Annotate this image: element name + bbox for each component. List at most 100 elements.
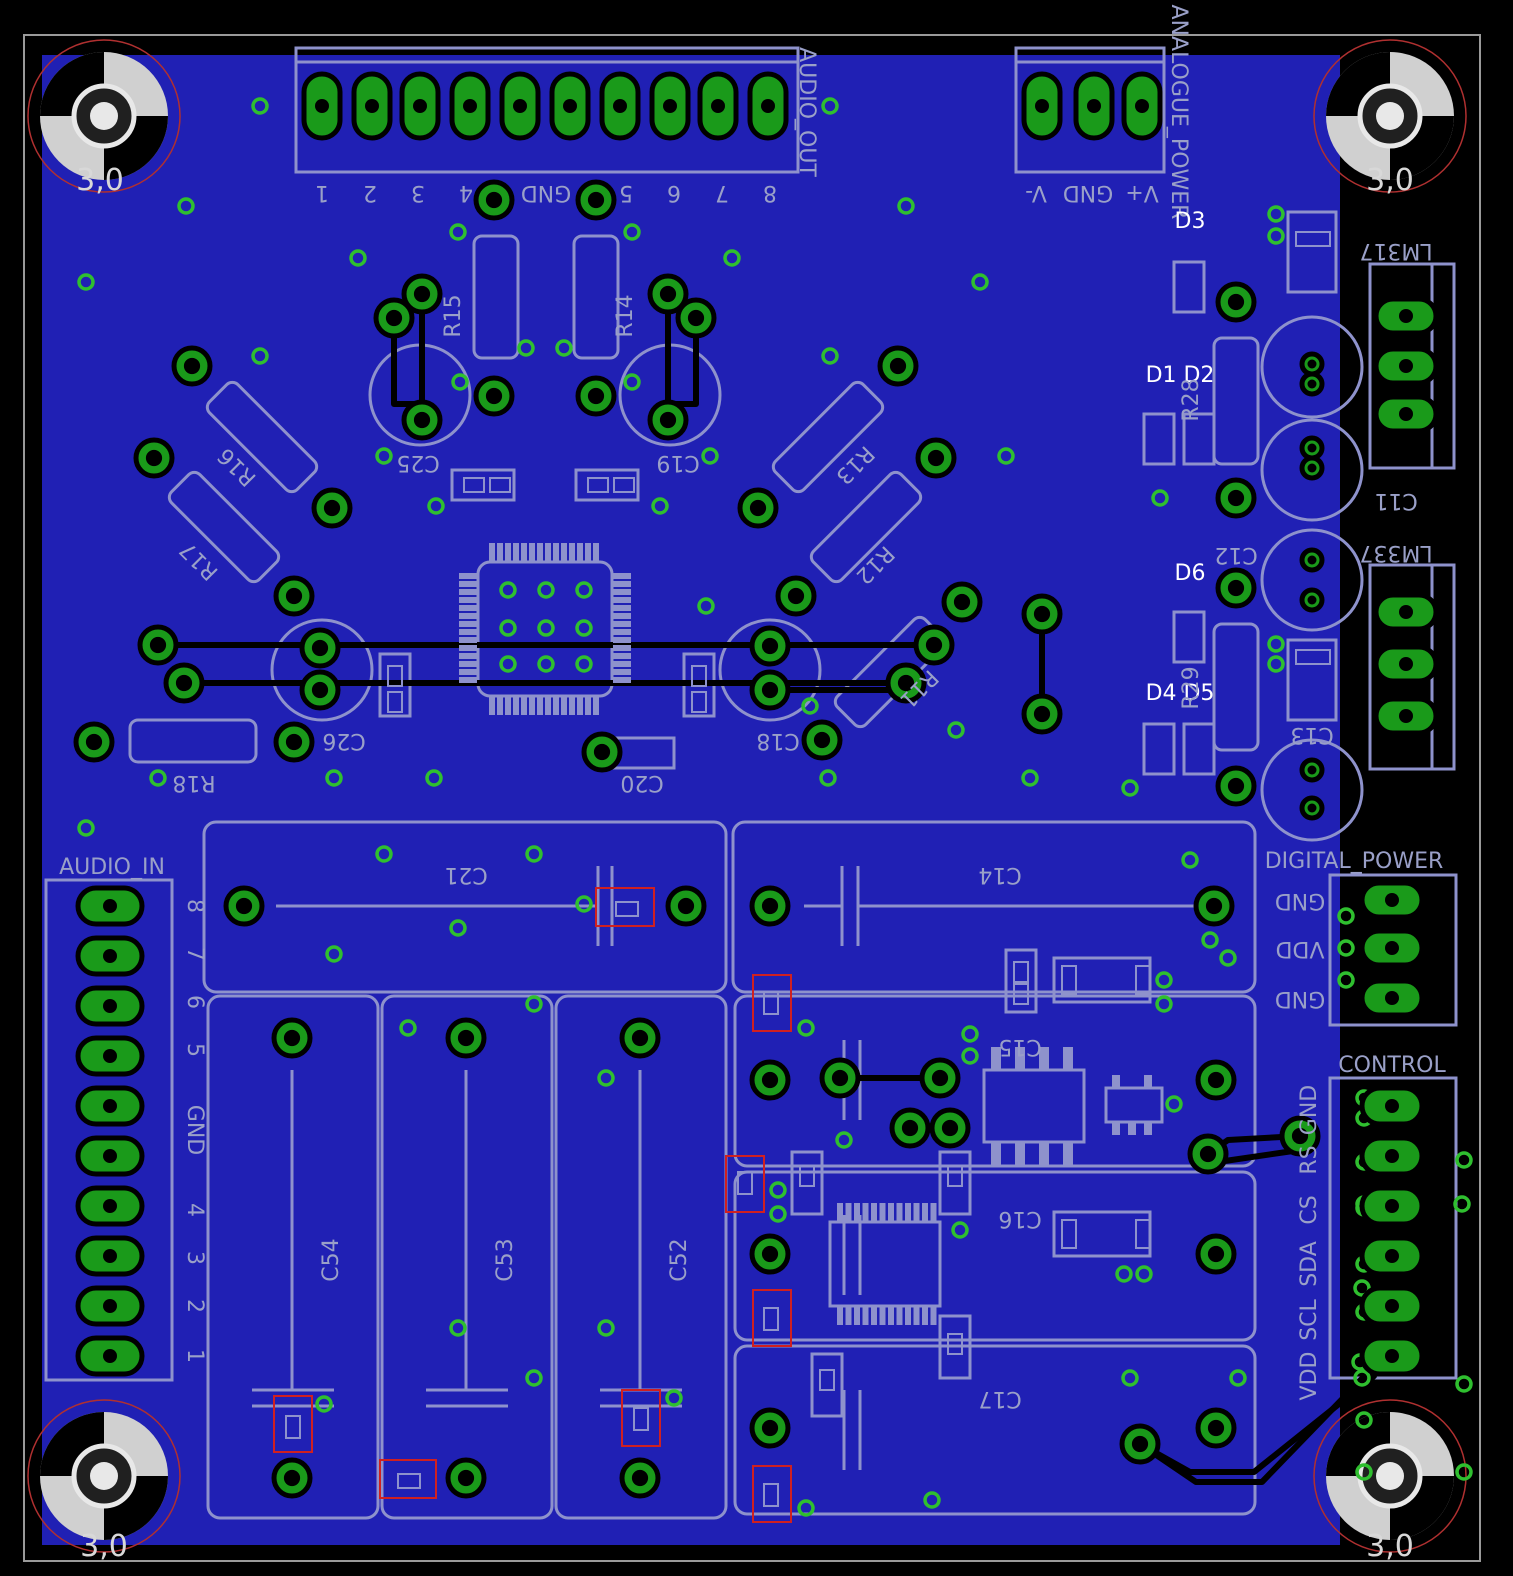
via [1337,939,1355,957]
silk-label-digital-power: DIGITAL_POWER [1265,849,1444,874]
pad [1195,1233,1237,1275]
regulator-pin [1373,394,1439,434]
digital-power-pin [1359,880,1425,920]
silk-label-c16: C16 [998,1206,1041,1231]
silk-label-c18: C18 [756,728,799,753]
qfn-chip [459,543,631,715]
silk-label-audio-in: AUDIO_IN [59,855,165,880]
audio-out-pin-label: 1 [315,180,329,205]
pad [1215,477,1257,519]
pad [915,437,957,479]
audio-out-pin-label: 2 [363,180,377,205]
pad [801,719,843,761]
smd-pad [1013,961,1029,983]
silk-label-c52: C52 [667,1238,692,1281]
smd-pad [691,665,707,687]
smd-pad [397,1473,421,1489]
silk-label-control: CONTROL [1338,1053,1446,1078]
audio-in-pin-label: 5 [182,1043,207,1057]
silk-label-c11: C11 [1374,488,1417,513]
pad [163,662,205,704]
silk-label-d1d2: D1 D2 [1146,363,1215,388]
pad [1299,547,1325,573]
control-pin [1359,1135,1425,1177]
control-pin-label: CS [1297,1195,1322,1224]
silk-label-c17: C17 [978,1386,1021,1411]
control-pin [1359,1085,1425,1127]
pad [1021,693,1063,735]
silk-label-d6: D6 [1175,561,1206,586]
analogue-power-pin [1073,71,1115,141]
pad [1299,435,1325,461]
hole-label: 3,0 [80,1529,128,1564]
pad [877,345,919,387]
mounting-hole: 3,0 [1313,1399,1467,1564]
regulator-pin [1373,296,1439,336]
smd-pad [615,901,639,917]
pad [647,273,689,315]
smd-pad [613,477,635,493]
smd-pad [633,1407,649,1431]
pad [619,1457,661,1499]
via [1455,1375,1473,1393]
digital-power-pin-label: GND [1275,888,1325,913]
soic-chip [837,1047,1152,1325]
pad [889,1107,931,1149]
digital-power-pin-label: GND [1275,986,1325,1011]
silk-label-r18: R18 [172,770,215,795]
pad-field [73,71,1439,1499]
pad [473,375,515,417]
audio-in-pin-label: 8 [182,899,207,913]
pad [373,297,415,339]
pad [749,1233,791,1275]
analogue-power-pin-label: V+ [1125,180,1158,205]
via [1337,907,1355,925]
audio-in-pin-label: GND [182,1105,207,1155]
smd-pad [587,477,609,493]
silk-label-c19: C19 [656,450,699,475]
pad [1299,587,1325,613]
pad [919,1057,961,1099]
pad [311,487,353,529]
via [1455,1463,1473,1481]
pad [445,1017,487,1059]
smd-pad [1295,231,1331,247]
audio-out-pin-label: GND [521,180,571,205]
control-pin [1359,1185,1425,1227]
pad [913,624,955,666]
silk-label-c15: C15 [998,1034,1041,1059]
pad [575,179,617,221]
audio-in-pin [75,1335,145,1377]
silk-label-c13: C13 [1290,722,1333,747]
control-pin [1359,1285,1425,1327]
control-pin-label: RS [1297,1145,1322,1174]
pad [1299,757,1325,783]
silk-label-c54: C54 [319,1238,344,1281]
audio-out-pin [301,71,343,141]
audio-in-pin [75,1285,145,1327]
regulator-pin [1373,592,1439,632]
smd-pad [1135,965,1151,995]
pad [775,575,817,617]
smd-pad [1135,1219,1151,1249]
smd-pad [387,665,403,687]
pad [619,1017,661,1059]
smd-pad [489,477,511,493]
audio-out-pin [499,71,541,141]
pad [171,345,213,387]
pad [581,731,623,773]
silk-label-r14: R14 [613,294,638,337]
smd-pad [285,1415,301,1439]
via [1337,971,1355,989]
smd-pad [1061,965,1077,995]
smd-pad [463,477,485,493]
audio-out-pin [697,71,739,141]
silk-label-d4d5: D4 D5 [1146,681,1215,706]
pad [819,1057,861,1099]
audio-out-pin-label: 8 [763,180,777,205]
mounting-hole: 3,0 [27,39,181,198]
pad [749,1059,791,1101]
audio-in-pin-label: 7 [182,947,207,961]
smd-pad [763,991,779,1015]
